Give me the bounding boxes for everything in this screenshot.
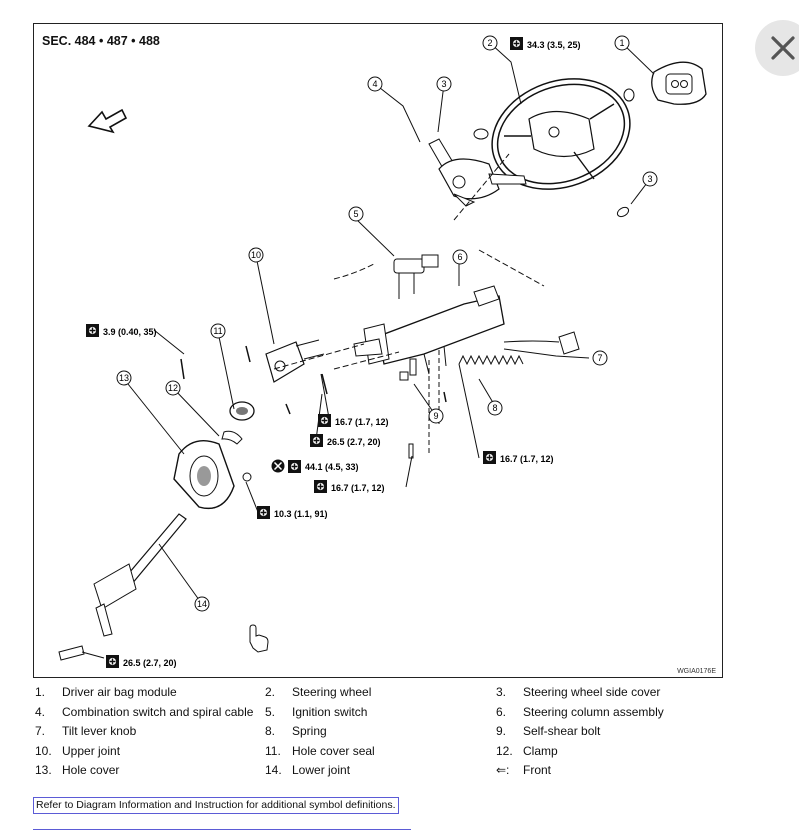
legend-item: 9.Self-shear bolt [496,724,601,738]
front-arrow-icon [87,108,128,134]
callout-5: 5 [348,206,364,222]
svg-text:9: 9 [433,411,438,421]
legend-item: 7.Tilt lever knob [35,724,137,738]
callout-3b: 3 [642,171,658,187]
torque-9: 26.5 (2.7, 20) [105,654,177,669]
callout-1: 1 [614,35,630,51]
combination-switch [428,138,527,207]
legend-item: 6.Steering column assembly [496,704,664,719]
legend-item: 1.Driver air bag module [35,685,177,699]
legend-item: 8.Spring [265,724,327,738]
svg-text:3: 3 [441,79,446,89]
callout-8: 8 [487,400,503,416]
exploded-diagram: SEC. 484 • 487 • 488 [33,23,723,678]
svg-text:16.7 (1.7, 12): 16.7 (1.7, 12) [335,417,389,427]
torque-5: 44.1 (4.5, 33) [271,459,359,474]
lower-joint [58,513,187,661]
svg-text:13: 13 [119,373,129,383]
svg-text:11: 11 [213,326,222,336]
side-cover-right [616,206,630,218]
upper-joint [265,339,325,383]
close-button[interactable] [755,20,799,76]
nut [242,472,252,482]
legend-item: 14.Lower joint [265,763,351,777]
figure-code: WGIA0176E [677,668,716,675]
svg-text:44.1 (4.5, 33): 44.1 (4.5, 33) [305,462,359,472]
svg-text:14: 14 [197,599,207,609]
torque-labels: 34.3 (3.5, 25) 3.9 (0.40, 35) 16.7 (1.7,… [85,36,581,669]
legend-item: 2.Steering wheel [265,685,372,699]
callout-14: 14 [194,596,210,612]
ignition-switch [393,254,439,299]
side-cover-small [623,88,635,102]
svg-text:3.9 (0.40, 35): 3.9 (0.40, 35) [103,327,157,337]
torque-1: 34.3 (3.5, 25) [509,36,581,51]
svg-text:5: 5 [353,209,358,219]
steering-column [353,285,505,375]
legend-item: ⇐:Front [496,763,552,777]
close-icon [771,36,795,60]
parts-legend: 1.Driver air bag module 2.Steering wheel… [35,683,735,781]
side-cover-left [473,128,489,140]
legend-item: 3.Steering wheel side cover [496,685,661,699]
svg-text:4: 4 [372,79,377,89]
svg-text:1: 1 [619,38,624,48]
torque-8: 10.3 (1.1, 91) [256,505,328,520]
svg-text:3: 3 [647,174,652,184]
legend-item: 10.Upper joint [35,743,121,758]
svg-text:10.3 (1.1, 91): 10.3 (1.1, 91) [274,509,328,519]
svg-text:8: 8 [492,403,497,413]
svg-text:2: 2 [487,38,492,48]
callout-6: 6 [452,249,468,265]
svg-text:7: 7 [597,353,602,363]
legend-item: 13.Hole cover [35,763,120,777]
spring [458,354,524,366]
callout-3a: 3 [436,76,452,92]
air-bag-module [651,61,707,105]
callout-9: 9 [428,408,444,424]
callout-7: 7 [592,350,608,366]
torque-6: 16.7 (1.7, 12) [313,479,385,494]
torque-4: 26.5 (2.7, 20) [309,433,381,448]
callout-10: 10 [248,247,264,263]
svg-text:26.5 (2.7, 20): 26.5 (2.7, 20) [327,437,381,447]
torque-7: 16.7 (1.7, 12) [482,450,554,465]
svg-text:34.3 (3.5, 25): 34.3 (3.5, 25) [527,40,581,50]
callout-group: 1 2 3 3 4 5 6 7 8 9 10 11 12 13 14 [116,35,658,612]
svg-text:16.7 (1.7, 12): 16.7 (1.7, 12) [500,454,554,464]
steering-wheel [491,78,631,190]
hand-cursor-icon [249,624,269,653]
self-shear-bolt [399,358,417,459]
callout-11: 11 [210,323,226,339]
hole-cover [173,440,235,510]
torque-3: 16.7 (1.7, 12) [317,413,389,428]
svg-text:12: 12 [168,383,178,393]
symbol-definitions-link[interactable]: Refer to Diagram Information and Instruc… [33,797,399,814]
section-title: SEC. 484 • 487 • 488 [42,34,160,48]
legend-item: 4.Combination switch and spiral cable [35,704,254,719]
divider [33,829,411,830]
legend-item: 12.Clamp [496,743,558,758]
torque-2: 3.9 (0.40, 35) [85,323,157,338]
clamp [221,430,243,445]
callout-13: 13 [116,370,132,386]
svg-text:16.7 (1.7, 12): 16.7 (1.7, 12) [331,483,385,493]
legend-item: 11.Hole cover seal [265,743,375,758]
diagram-artwork: 1 2 3 3 4 5 6 7 8 9 10 11 12 13 14 34.3 … [58,35,707,669]
callout-12: 12 [165,380,181,396]
svg-text:6: 6 [457,252,462,262]
callout-4: 4 [367,76,383,92]
legend-item: 5.Ignition switch [265,704,368,719]
svg-text:10: 10 [251,250,261,260]
svg-text:26.5 (2.7, 20): 26.5 (2.7, 20) [123,658,177,668]
tilt-lever-knob [503,331,580,355]
callout-2: 2 [482,35,498,51]
